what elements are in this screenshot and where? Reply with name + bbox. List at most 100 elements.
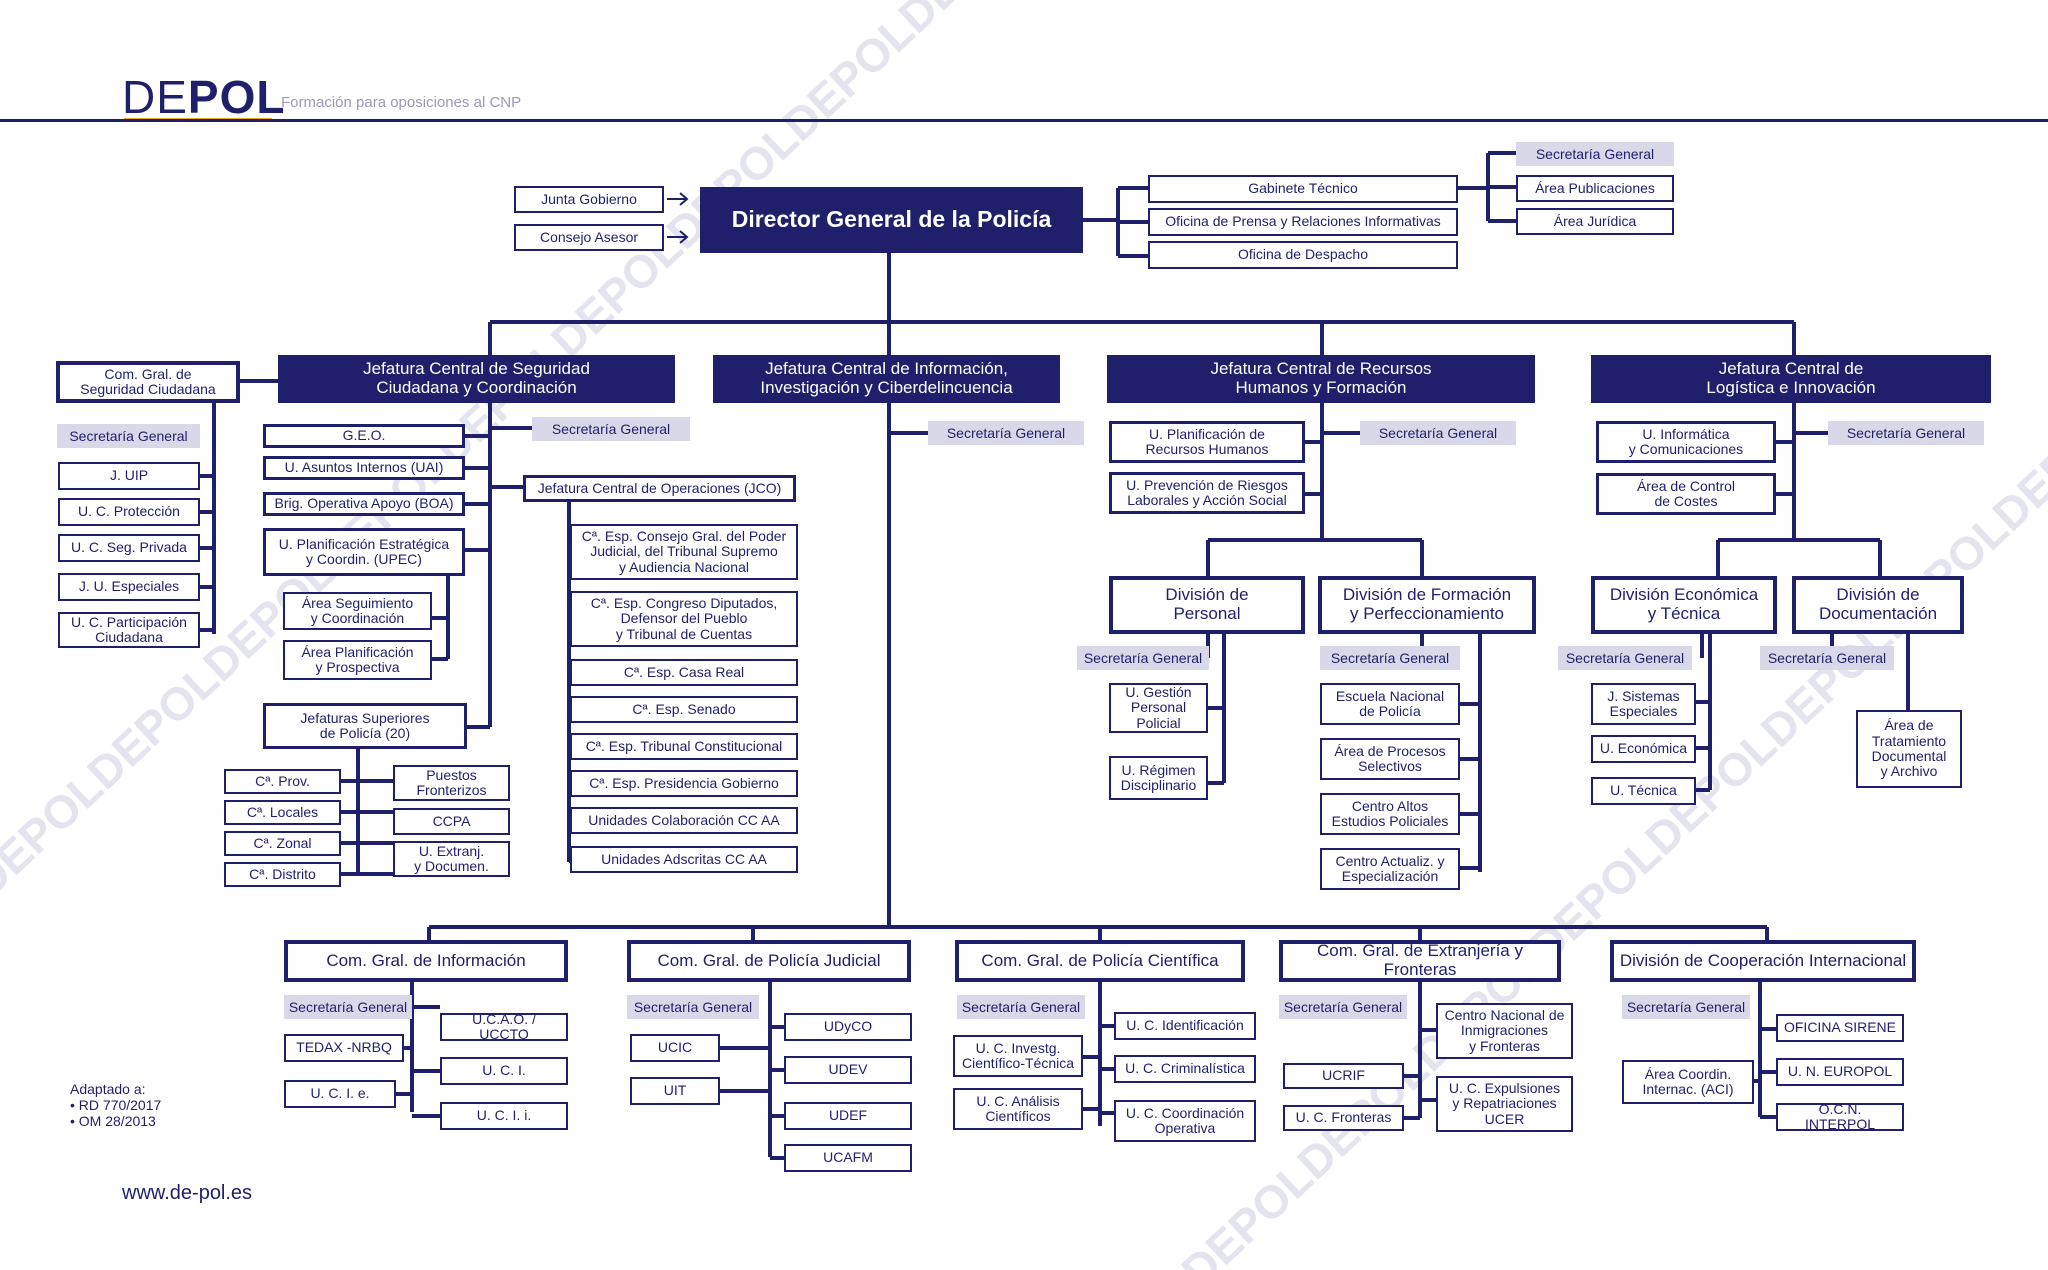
com-gral-policia-judicial-box: Com. Gral. de Policía Judicial <box>627 940 911 982</box>
com-informacion-secretaria: Secretaría General <box>284 995 412 1019</box>
com-gral-informacion-box: Com. Gral. de Información <box>284 940 568 982</box>
u-extranj-box: U. Extranj. y Documen. <box>393 841 510 877</box>
area-tratamiento-documental-box: Área de Tratamiento Documental y Archivo <box>1856 710 1962 788</box>
area-planificacion-box: Área Planificación y Prospectiva <box>283 640 432 680</box>
comisaria-zonal-box: Cª. Zonal <box>224 831 341 856</box>
director-general-box: Director General de la Policía <box>700 187 1083 253</box>
jco-unit-presidencia: Cª. Esp. Presidencia Gobierno <box>570 770 798 797</box>
jco-unit-congreso: Cª. Esp. Congreso Diputados, Defensor de… <box>570 591 798 647</box>
informacion-secretaria: Secretaría General <box>928 421 1084 445</box>
centro-actualizacion-box: Centro Actualiz. y Especialización <box>1320 848 1460 890</box>
ucic-box: UCIC <box>630 1034 720 1062</box>
upec-box: U. Planificación Estratégica y Coordin. … <box>263 528 465 576</box>
area-procesos-box: Área de Procesos Selectivos <box>1320 738 1460 780</box>
jco-unit-cgpj: Cª. Esp. Consejo Gral. del Poder Judicia… <box>570 524 798 580</box>
division-formacion-box: División de Formación y Perfeccionamient… <box>1318 576 1536 634</box>
uci-e-box: U. C. I. e. <box>284 1080 396 1108</box>
u-prevencion-riesgos-box: U. Prevención de Riesgos Laborales y Acc… <box>1109 472 1305 514</box>
comisaria-prov-box: Cª. Prov. <box>224 769 341 794</box>
uc-investg-box: U. C. Investg. Científico-Técnica <box>953 1035 1083 1077</box>
area-publicaciones-box: Área Publicaciones <box>1516 175 1674 202</box>
u-planificacion-rrhh-box: U. Planificación de Recursos Humanos <box>1109 421 1305 463</box>
area-seguimiento-box: Área Seguimiento y Coordinación <box>283 592 432 630</box>
com-gral-extranjeria-box: Com. Gral. de Extranjería y Fronteras <box>1279 940 1561 982</box>
uc-seg-privada-box: U. C. Seg. Privada <box>58 534 200 562</box>
u-economica-box: U. Económica <box>1591 735 1696 763</box>
jefatura-informacion-box: Jefatura Central de Información, Investi… <box>713 355 1060 403</box>
jefatura-seguridad-box: Jefatura Central de Seguridad Ciudadana … <box>278 355 675 403</box>
jefatura-logistica-box: Jefatura Central de Logística e Innovaci… <box>1591 355 1991 403</box>
division-economica-box: División Económica y Técnica <box>1591 576 1777 634</box>
division-documentacion-box: División de Documentación <box>1792 576 1964 634</box>
com-extranjeria-secretaria: Secretaría General <box>1279 995 1407 1019</box>
com-gral-policia-cientifica-box: Com. Gral. de Policía Científica <box>955 940 1245 982</box>
jco-unit-adscritas: Unidades Adscritas CC AA <box>570 846 798 873</box>
u-regimen-disciplinario-box: U. Régimen Disciplinario <box>1109 756 1208 800</box>
uc-expulsiones-box: U. C. Expulsiones y Repatriaciones UCER <box>1436 1076 1573 1132</box>
uit-box: UIT <box>630 1077 720 1105</box>
jefaturas-superiores-box: Jefaturas Superiores de Policía (20) <box>263 703 467 749</box>
com-cientifica-secretaria: Secretaría General <box>957 995 1085 1019</box>
jco-box: Jefatura Central de Operaciones (JCO) <box>523 475 796 502</box>
logistica-secretaria: Secretaría General <box>1828 421 1984 445</box>
com-gral-seg-secretaria: Secretaría General <box>57 424 200 448</box>
tedax-nrbq-box: TEDAX -NRBQ <box>284 1034 404 1062</box>
com-gral-seguridad-box: Com. Gral. de Seguridad Ciudadana <box>56 361 240 403</box>
un-europol-box: U. N. EUROPOL <box>1776 1058 1904 1086</box>
uc-criminalistica-box: U. C. Criminalística <box>1114 1055 1256 1083</box>
junta-gobierno-box: Junta Gobierno <box>514 186 664 213</box>
u-gestion-personal-box: U. Gestión Personal Policial <box>1109 683 1208 733</box>
uc-participacion-box: U. C. Participación Ciudadana <box>58 612 200 648</box>
uc-fronteras-box: U. C. Fronteras <box>1283 1105 1404 1131</box>
jefatura-rrhh-box: Jefatura Central de Recursos Humanos y F… <box>1107 355 1535 403</box>
udef-box: UDEF <box>784 1102 912 1130</box>
jco-unit-senado: Cª. Esp. Senado <box>570 696 798 723</box>
division-personal-box: División de Personal <box>1109 576 1305 634</box>
escuela-nacional-box: Escuela Nacional de Policía <box>1320 683 1460 725</box>
website-url: www.de-pol.es <box>122 1182 253 1204</box>
jco-unit-colaboracion: Unidades Colaboración CC AA <box>570 807 798 834</box>
oficina-sirene-box: OFICINA SIRENE <box>1776 1014 1904 1042</box>
note-item-om: • OM 28/2013 <box>70 1113 156 1130</box>
logo-part1: DE <box>122 71 188 123</box>
centro-nacional-inmigraciones-box: Centro Nacional de Inmigraciones y Front… <box>1436 1003 1573 1059</box>
area-coordin-internac-box: Área Coordin. Internac. (ACI) <box>1622 1060 1754 1104</box>
uai-box: U. Asuntos Internos (UAI) <box>263 456 465 480</box>
seguridad-secretaria: Secretaría General <box>532 417 690 441</box>
header-divider <box>0 119 2048 122</box>
logo-part2: POL <box>187 71 286 123</box>
jco-unit-casa-real: Cª. Esp. Casa Real <box>570 659 798 686</box>
div-economica-secretaria: Secretaría General <box>1558 646 1692 670</box>
u-informatica-box: U. Informática y Comunicaciones <box>1596 421 1776 463</box>
puestos-fronterizos-box: Puestos Fronterizos <box>393 765 510 801</box>
gabinete-secretaria-box: Secretaría General <box>1516 142 1674 166</box>
division-cooperacion-box: División de Cooperación Internacional <box>1610 940 1916 982</box>
uci-i-box: U. C. I. i. <box>440 1102 568 1130</box>
ucrif-box: UCRIF <box>1283 1063 1404 1089</box>
j-sistemas-especiales-box: J. Sistemas Especiales <box>1591 683 1696 725</box>
com-cooperacion-secretaria: Secretaría General <box>1622 995 1750 1019</box>
udev-box: UDEV <box>784 1056 912 1084</box>
jco-unit-tribunal: Cª. Esp. Tribunal Constitucional <box>570 733 798 760</box>
uc-proteccion-box: U. C. Protección <box>58 498 200 526</box>
rrhh-secretaria: Secretaría General <box>1360 421 1516 445</box>
com-judicial-secretaria: Secretaría General <box>627 995 759 1019</box>
geo-box: G.E.O. <box>263 424 465 448</box>
consejo-asesor-box: Consejo Asesor <box>514 224 664 251</box>
div-formacion-secretaria: Secretaría General <box>1320 646 1460 670</box>
uci-box: U. C. I. <box>440 1057 568 1085</box>
uc-coordinacion-operativa-box: U. C. Coordinación Operativa <box>1114 1100 1256 1142</box>
note-title: Adaptado a: <box>70 1081 146 1097</box>
area-control-costes-box: Área de Control de Costes <box>1596 473 1776 515</box>
comisaria-distrito-box: Cª. Distrito <box>224 862 341 887</box>
oficina-despacho-box: Oficina de Despacho <box>1148 241 1458 269</box>
j-uip-box: J. UIP <box>58 462 200 490</box>
uc-identificacion-box: U. C. Identificación <box>1114 1012 1256 1040</box>
ucao-uccto-box: U.C.A.O. / UCCTO <box>440 1011 568 1042</box>
div-documentacion-secretaria: Secretaría General <box>1760 646 1894 670</box>
ju-especiales-box: J. U. Especiales <box>58 573 200 601</box>
gabinete-tecnico-box: Gabinete Técnico <box>1148 175 1458 203</box>
centro-altos-estudios-box: Centro Altos Estudios Policiales <box>1320 793 1460 835</box>
tagline: Formación para oposiciones al CNP <box>281 94 522 111</box>
